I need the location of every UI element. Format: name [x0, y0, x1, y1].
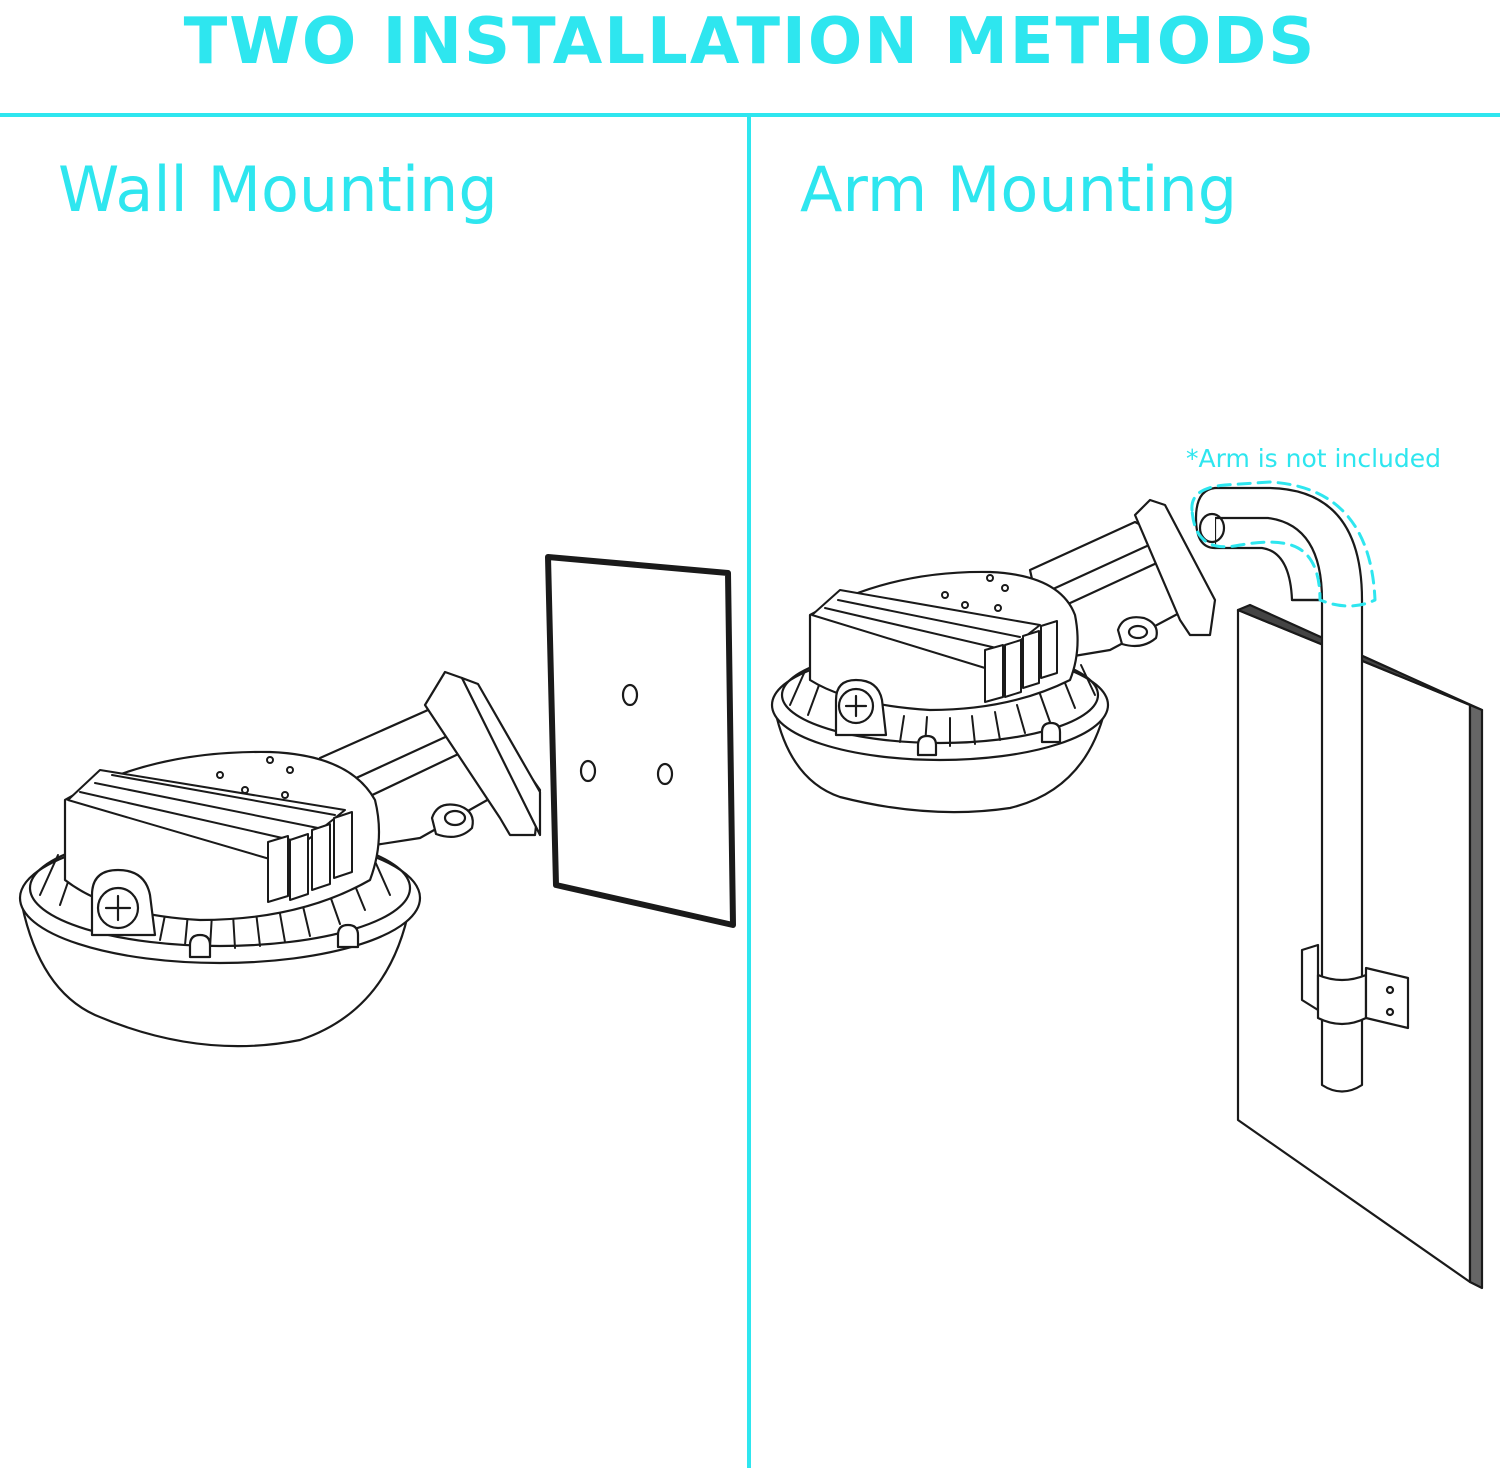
arm-not-included-note: *Arm is not included — [1186, 444, 1441, 473]
arm-light-fixture — [772, 500, 1215, 812]
